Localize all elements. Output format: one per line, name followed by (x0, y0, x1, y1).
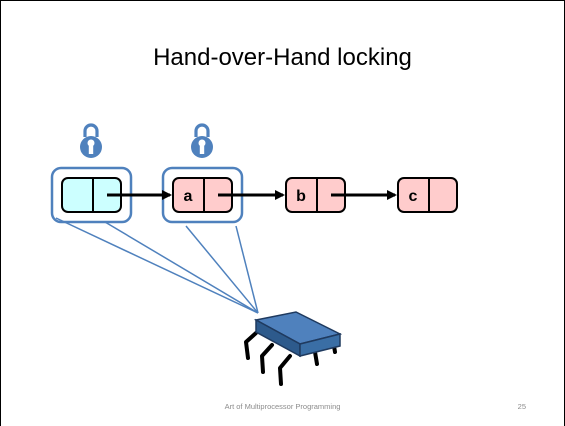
node-label: a (184, 188, 193, 205)
processor-chip-icon (244, 311, 343, 386)
node-label: c (409, 188, 418, 205)
list-node-c: c (397, 177, 458, 213)
padlock-icon (191, 123, 213, 158)
padlock-icon (80, 123, 102, 158)
page-number: 25 (517, 402, 526, 411)
node-label: b (296, 188, 306, 205)
node-body (397, 177, 458, 213)
footer-text: Art of Multiprocessor Programming (224, 402, 341, 411)
slide-title: Hand-over-Hand locking (153, 44, 412, 71)
thread-reference-lines (55, 217, 259, 314)
list-node-b: b (285, 177, 346, 213)
